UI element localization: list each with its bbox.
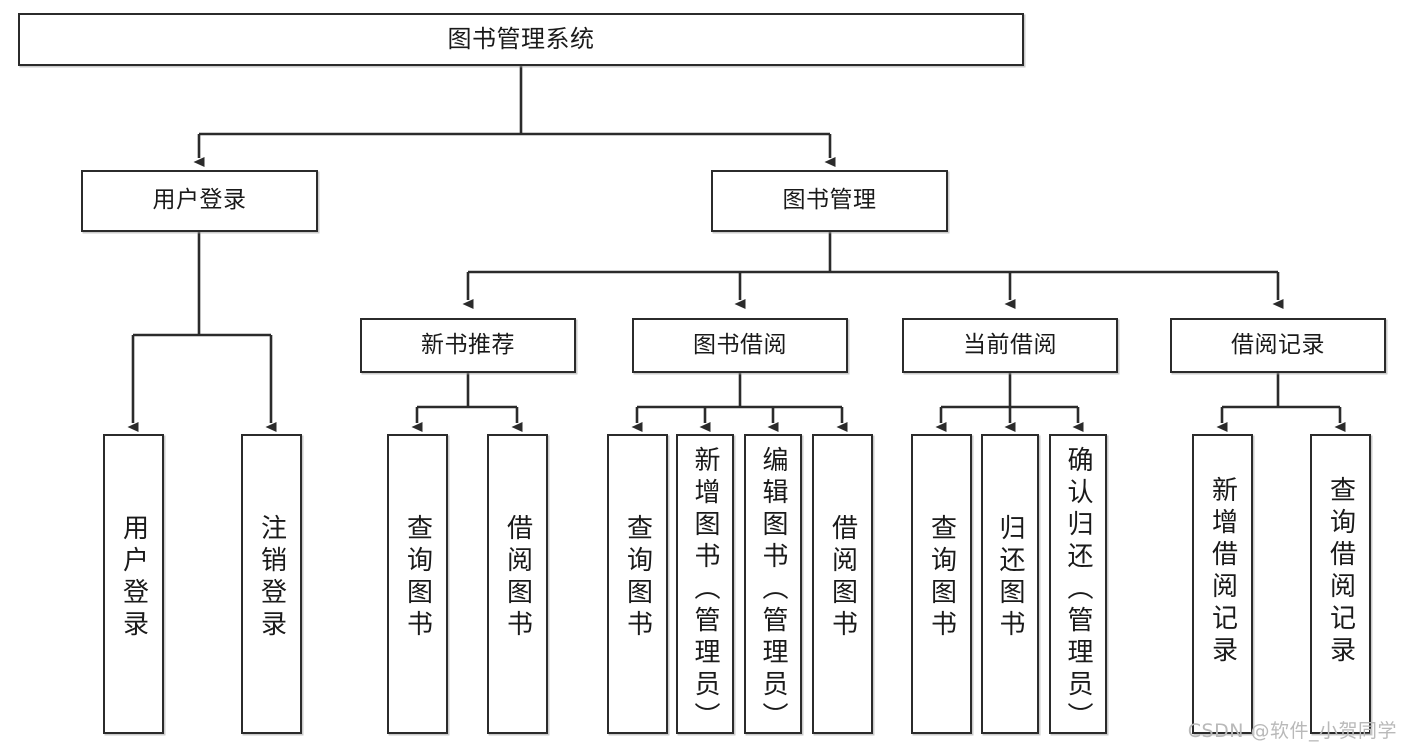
leaf-newbook-borrow-book[interactable]: 借阅图书 xyxy=(487,434,548,734)
node-label: 借阅记录 xyxy=(1231,331,1325,358)
node-label: 用户登录 xyxy=(152,187,247,214)
leaf-borrow-add-book-admin[interactable]: 新增图书（管理员） xyxy=(676,434,734,734)
node-label: 借阅图书 xyxy=(827,514,858,642)
node-label: 新增图书（管理员） xyxy=(690,446,720,734)
node-book-management[interactable]: 图书管理 xyxy=(711,170,948,232)
node-label: 查询图书 xyxy=(926,514,957,642)
node-book-borrow[interactable]: 图书借阅 xyxy=(632,318,848,373)
node-label: 查询图书 xyxy=(622,514,653,642)
csdn-watermark: CSDN @软件_小贺同学 xyxy=(1187,720,1397,742)
node-current-borrow[interactable]: 当前借阅 xyxy=(902,318,1118,373)
leaf-current-return-book[interactable]: 归还图书 xyxy=(981,434,1039,734)
leaf-borrow-lend-book[interactable]: 借阅图书 xyxy=(812,434,873,734)
leaf-borrow-edit-book-admin[interactable]: 编辑图书（管理员） xyxy=(744,434,802,734)
node-label: 查询图书 xyxy=(402,514,433,642)
node-label: 确认归还（管理员） xyxy=(1063,446,1093,734)
node-label: 新增借阅记录 xyxy=(1207,476,1238,668)
leaf-record-add-borrow-record[interactable]: 新增借阅记录 xyxy=(1192,434,1253,734)
node-label: 图书管理 xyxy=(782,187,877,214)
leaf-user-login[interactable]: 用户登录 xyxy=(103,434,164,734)
node-label: 借阅图书 xyxy=(502,514,533,642)
node-label: 用户登录 xyxy=(118,514,149,642)
node-label: 查询借阅记录 xyxy=(1325,476,1356,668)
leaf-newbook-query-book[interactable]: 查询图书 xyxy=(387,434,448,734)
node-label: 图书管理系统 xyxy=(447,25,595,54)
node-new-book-recommend[interactable]: 新书推荐 xyxy=(360,318,576,373)
node-root-book-management-system[interactable]: 图书管理系统 xyxy=(18,13,1024,66)
node-label: 当前借阅 xyxy=(963,331,1057,358)
leaf-current-query-book[interactable]: 查询图书 xyxy=(911,434,972,734)
node-label: 新书推荐 xyxy=(421,331,515,358)
node-label: 归还图书 xyxy=(995,514,1025,642)
leaf-current-confirm-return-admin[interactable]: 确认归还（管理员） xyxy=(1049,434,1107,734)
node-label: 图书借阅 xyxy=(693,331,787,358)
node-borrow-record[interactable]: 借阅记录 xyxy=(1170,318,1386,373)
leaf-record-query-borrow-record[interactable]: 查询借阅记录 xyxy=(1310,434,1371,734)
leaf-user-logout[interactable]: 注销登录 xyxy=(241,434,302,734)
node-label: 编辑图书（管理员） xyxy=(758,446,788,734)
leaf-borrow-query-book[interactable]: 查询图书 xyxy=(607,434,668,734)
node-label: 注销登录 xyxy=(256,514,287,642)
node-user-login[interactable]: 用户登录 xyxy=(81,170,318,232)
